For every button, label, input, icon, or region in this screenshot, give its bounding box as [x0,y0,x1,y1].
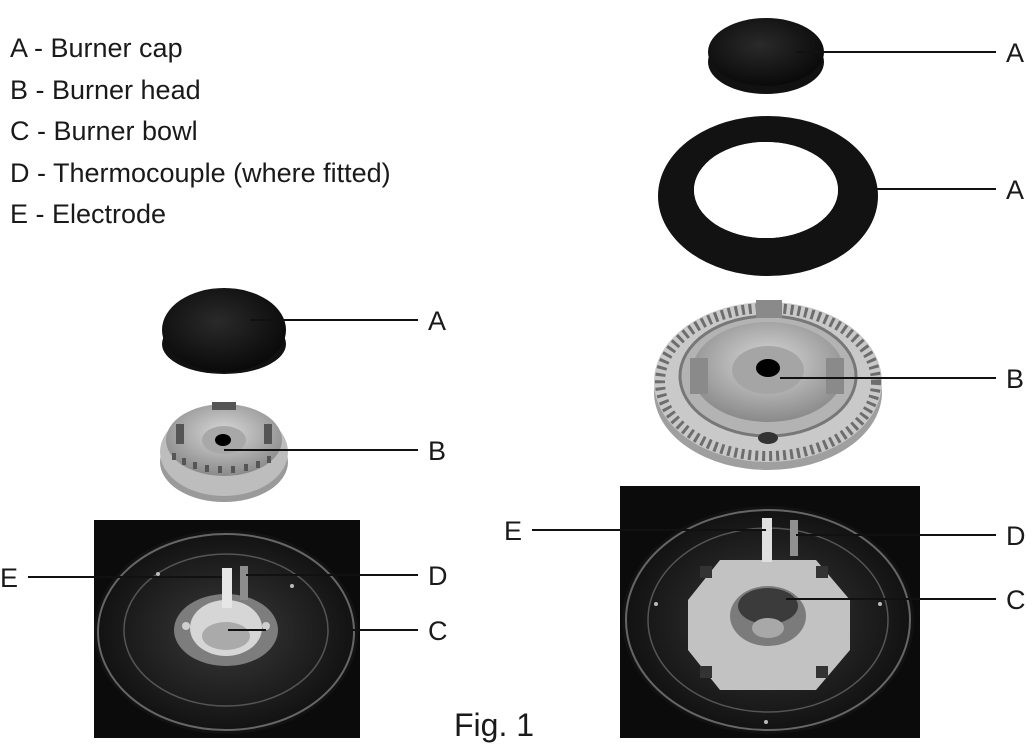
legend-item-b: B - Burner head [10,74,201,105]
callout-c-left: C [428,616,448,646]
callout-d-left: D [428,561,448,591]
legend-item-e: E - Electrode [10,199,167,229]
left-burner-head [160,402,288,502]
right-burner-cap-ring [658,115,879,277]
callout-a-right-cap: A [1006,38,1024,68]
legend-item-c: C - Burner bowl [10,116,198,146]
figure-caption: Fig. 1 [454,707,534,743]
callout-b-left: B [428,436,446,466]
legend-item-a: A - Burner cap [10,33,183,63]
left-burner-bowl [94,520,360,738]
left-burner-cap [162,288,286,374]
callout-a-left: A [428,306,446,336]
callout-e-right: E [504,516,522,546]
callout-c-right: C [1006,585,1026,615]
right-burner-head [654,300,882,470]
right-burner-cap-small [708,18,824,94]
parts-legend: A - Burner cap B - Burner head C - Burne… [10,28,391,236]
legend-item-d: D - Thermocouple (where fitted) [10,157,391,188]
callout-b-right: B [1006,364,1024,394]
callout-e-left: E [0,563,18,593]
callout-a-right-ring: A [1006,175,1024,205]
right-burner-bowl [620,486,920,738]
leader-lines [28,51,996,631]
callout-d-right: D [1006,521,1026,551]
